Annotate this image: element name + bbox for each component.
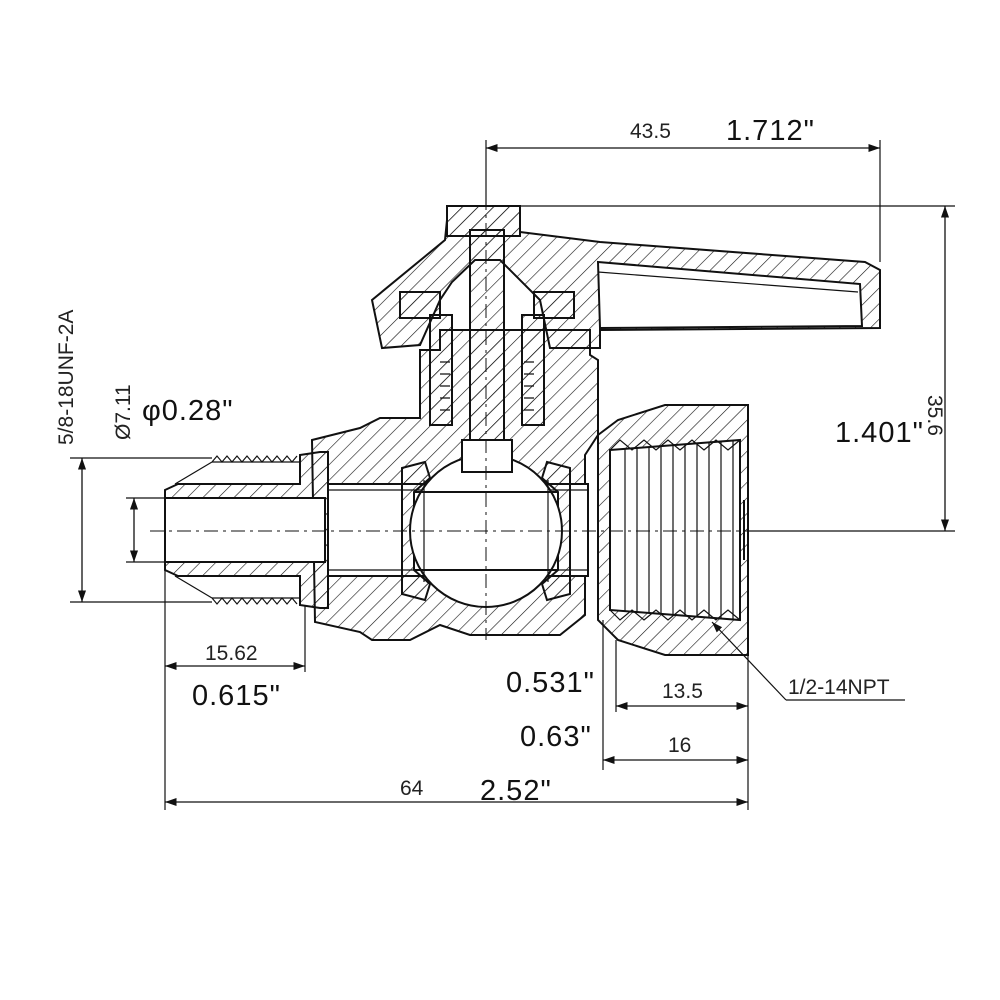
label-tail-in: 0.615" <box>192 680 281 712</box>
label-tail-mm: 15.62 <box>205 642 258 665</box>
label-width-mm: 43.5 <box>630 120 671 143</box>
label-hex-in: 0.63" <box>520 721 592 753</box>
label-thread-right: 1/2-14NPT <box>788 676 890 699</box>
stem-nut <box>446 205 521 237</box>
female-port <box>597 404 749 656</box>
handle <box>370 205 881 350</box>
label-port-depth-mm: 13.5 <box>662 680 703 703</box>
label-width-in: 1.712" <box>726 115 815 147</box>
center-lines <box>150 196 765 640</box>
label-height-mm: 35.6 <box>923 395 946 436</box>
dimensions <box>70 140 955 810</box>
packing-right <box>521 314 545 426</box>
tail-thread-bottom <box>211 597 298 605</box>
label-overall-in: 2.52" <box>480 775 552 807</box>
label-bore-mm: Ø7.11 <box>112 384 135 440</box>
label-overall-mm: 64 <box>400 777 424 800</box>
handle-grip <box>596 260 864 330</box>
tail-bore <box>164 497 326 563</box>
stem-tang <box>461 439 513 473</box>
port-threads <box>624 440 734 620</box>
label-port-depth-in: 0.531" <box>506 667 595 699</box>
packing-left <box>429 314 453 426</box>
label-bore-in: φ0.28" <box>142 395 234 427</box>
stem <box>469 229 505 471</box>
label-height-in: 1.401" <box>835 417 924 449</box>
tail-piece <box>164 451 329 609</box>
label-hex-mm: 16 <box>668 734 691 757</box>
tail-thread-top <box>211 455 298 463</box>
dimension-labels: 43.5 1.712" 35.6 1.401" 5/8-18UNF-2A Ø7.… <box>55 115 946 807</box>
label-thread-left: 5/8-18UNF-2A <box>55 310 78 445</box>
